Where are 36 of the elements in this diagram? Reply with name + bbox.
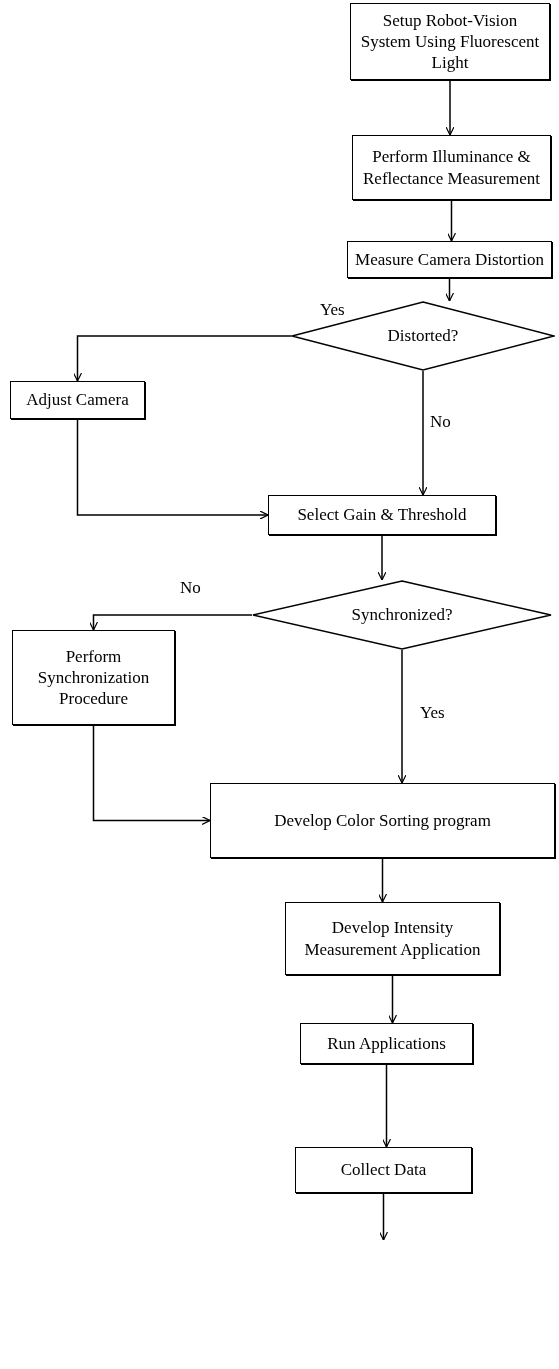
arrow — [418, 370, 428, 496]
process-box — [285, 902, 500, 975]
node-text: Synchronized? — [351, 605, 453, 625]
process-box — [268, 495, 496, 535]
arrow — [444, 277, 455, 302]
node-text: Adjust Camera — [26, 389, 129, 411]
arrow — [72, 335, 292, 382]
node-text: Collect Data — [340, 1159, 427, 1181]
arrow — [381, 1063, 392, 1148]
process-box — [10, 381, 145, 419]
process-box — [295, 1147, 472, 1193]
arrow — [446, 199, 457, 242]
node-text: Perform Illuminance & Reflectance Measurement — [362, 146, 541, 189]
node-text: Setup Robot-Vision System Using Fluorescent Light — [359, 9, 541, 74]
node-text: Perform Synchronization Procedure — [36, 645, 151, 710]
arrow — [378, 1192, 389, 1241]
process-box — [210, 783, 555, 858]
node-text: Measure Camera Distortion — [355, 248, 544, 271]
process-box — [300, 1023, 473, 1064]
arrow — [76, 418, 269, 520]
arrow — [387, 974, 398, 1024]
process-box — [350, 3, 550, 80]
arrow — [397, 649, 407, 784]
arrow — [445, 79, 455, 136]
arrow — [92, 724, 211, 826]
process-box — [12, 630, 175, 725]
node-text: Distorted? — [387, 326, 459, 346]
process-box — [347, 241, 552, 278]
node-text: Develop Intensity Measurement Application — [303, 917, 482, 960]
node-text: Select Gain & Threshold — [297, 504, 467, 526]
process-box — [352, 135, 551, 200]
arrow — [377, 534, 387, 581]
node-text: Run Applications — [327, 1032, 446, 1055]
arrow — [88, 614, 253, 631]
arrow — [377, 857, 388, 903]
node-text: Develop Color Sorting program — [274, 809, 491, 832]
